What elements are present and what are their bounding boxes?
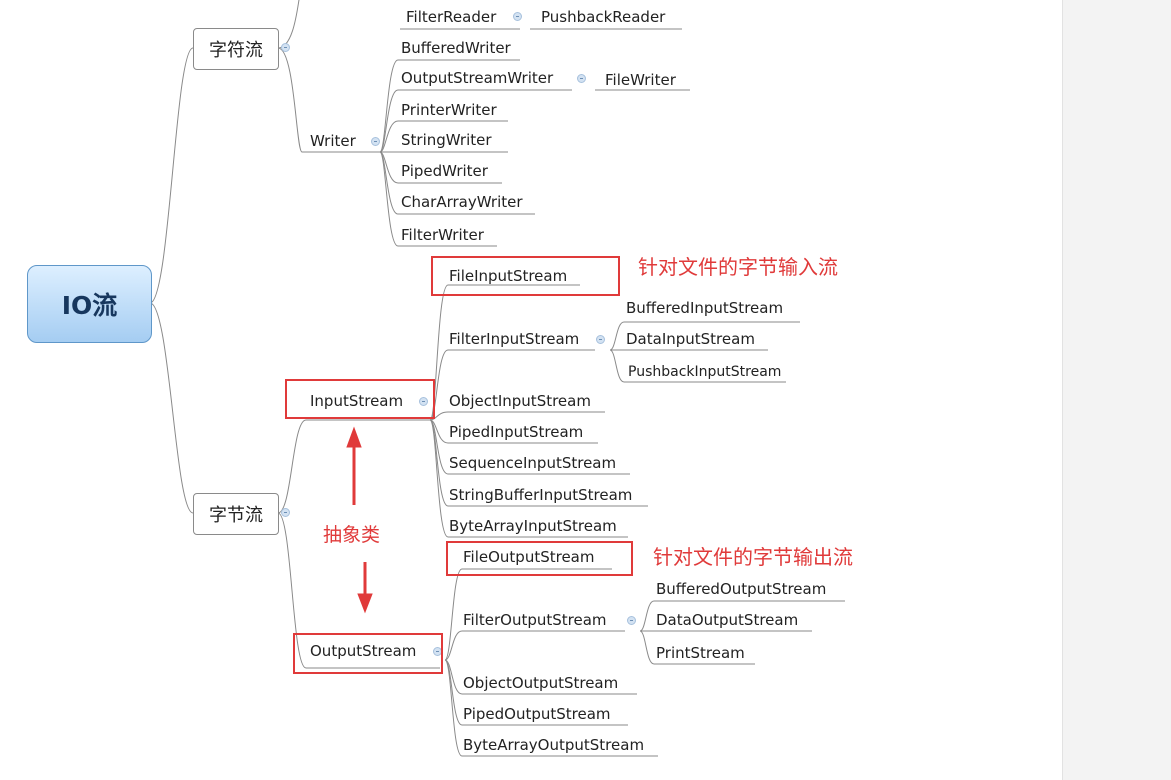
annotation-file-output: 针对文件的字节输出流 bbox=[653, 545, 853, 569]
collapse-icon[interactable] bbox=[577, 74, 586, 83]
node-printer-writer[interactable]: PrinterWriter bbox=[401, 101, 497, 119]
node-data-input-stream[interactable]: DataInputStream bbox=[626, 330, 755, 348]
node-buffered-input-stream[interactable]: BufferedInputStream bbox=[626, 299, 784, 317]
node-object-output-stream[interactable]: ObjectOutputStream bbox=[463, 674, 619, 692]
node-piped-writer[interactable]: PipedWriter bbox=[401, 162, 488, 180]
collapse-icon[interactable] bbox=[627, 616, 636, 625]
node-file-writer[interactable]: FileWriter bbox=[605, 71, 676, 89]
page-gap bbox=[864, 0, 1062, 780]
node-char-array-writer[interactable]: CharArrayWriter bbox=[401, 193, 523, 211]
node-buffered-output-stream[interactable]: BufferedOutputStream bbox=[656, 580, 827, 598]
node-filter-writer[interactable]: FilterWriter bbox=[401, 226, 484, 244]
node-filter-output-stream[interactable]: FilterOutputStream bbox=[463, 611, 607, 629]
root-node-io[interactable]: IO流 bbox=[27, 265, 152, 343]
collapse-icon[interactable] bbox=[371, 137, 380, 146]
collapse-icon[interactable] bbox=[281, 43, 290, 52]
node-string-writer[interactable]: StringWriter bbox=[401, 131, 492, 149]
node-filter-reader[interactable]: FilterReader bbox=[406, 8, 497, 26]
annotation-abstract: 抽象类 bbox=[323, 524, 381, 546]
node-pushback-input-stream[interactable]: PushbackInputStream bbox=[628, 364, 782, 380]
node-file-output-stream[interactable]: FileOutputStream bbox=[463, 548, 595, 566]
node-writer[interactable]: Writer bbox=[310, 132, 356, 150]
node-output-stream[interactable]: OutputStream bbox=[310, 642, 417, 660]
node-piped-input-stream[interactable]: PipedInputStream bbox=[449, 423, 584, 441]
highlight-file-input-stream bbox=[431, 256, 620, 296]
collapse-icon[interactable] bbox=[281, 508, 290, 517]
collapse-icon[interactable] bbox=[596, 335, 605, 344]
node-output-stream-writer[interactable]: OutputStreamWriter bbox=[401, 69, 554, 87]
node-data-output-stream[interactable]: DataOutputStream bbox=[656, 611, 799, 629]
collapse-icon[interactable] bbox=[513, 12, 522, 21]
highlight-output-stream bbox=[293, 633, 443, 674]
node-string-buffer-input-stream[interactable]: StringBufferInputStream bbox=[449, 486, 633, 504]
node-sequence-input-stream[interactable]: SequenceInputStream bbox=[449, 454, 617, 472]
node-piped-output-stream[interactable]: PipedOutputStream bbox=[463, 705, 611, 723]
node-char-stream[interactable]: 字符流 bbox=[193, 28, 279, 70]
node-pushback-reader[interactable]: PushbackReader bbox=[541, 8, 666, 26]
node-print-stream[interactable]: PrintStream bbox=[656, 644, 745, 662]
node-byte-array-input-stream[interactable]: ByteArrayInputStream bbox=[449, 517, 617, 535]
collapse-icon[interactable] bbox=[419, 397, 428, 406]
node-filter-input-stream[interactable]: FilterInputStream bbox=[449, 330, 580, 348]
node-file-input-stream[interactable]: FileInputStream bbox=[449, 267, 568, 285]
highlight-file-output-stream bbox=[446, 541, 633, 576]
node-object-input-stream[interactable]: ObjectInputStream bbox=[449, 392, 591, 410]
node-byte-array-output-stream[interactable]: ByteArrayOutputStream bbox=[463, 736, 645, 754]
node-input-stream[interactable]: InputStream bbox=[310, 392, 404, 410]
annotation-file-input: 针对文件的字节输入流 bbox=[638, 255, 838, 279]
highlight-input-stream bbox=[285, 379, 435, 419]
node-buffered-writer[interactable]: BufferedWriter bbox=[401, 39, 511, 57]
right-panel bbox=[1062, 0, 1171, 780]
node-byte-stream[interactable]: 字节流 bbox=[193, 493, 279, 535]
